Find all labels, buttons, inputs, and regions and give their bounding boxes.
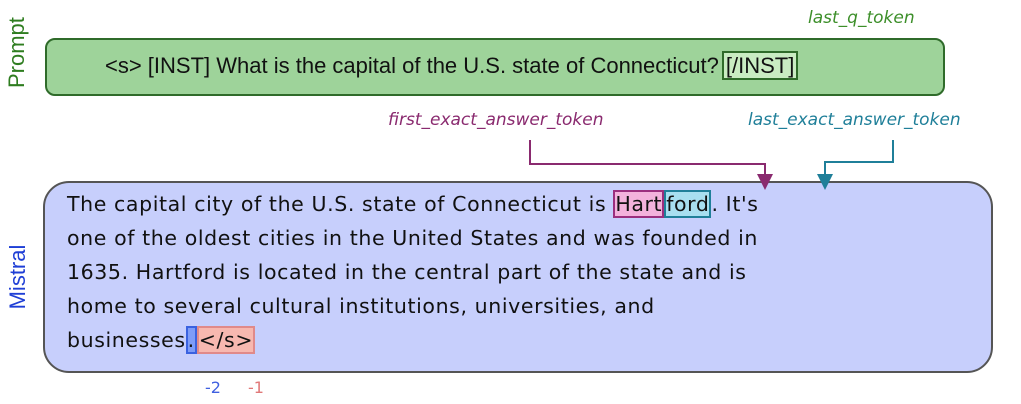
first-exact-answer-token-label: first_exact_answer_token	[388, 110, 604, 130]
prompt-text: <s> [INST] What is the capital of the U.…	[105, 51, 799, 80]
answer-line1-post: . It's	[711, 192, 759, 216]
first-exact-answer-token: Hart	[613, 190, 665, 218]
answer-text: The capital city of the U.S. state of Co…	[67, 187, 977, 357]
answer-line1-pre: The capital city of the U.S. state of Co…	[67, 192, 614, 216]
last-exact-answer-token-label: last_exact_answer_token	[748, 110, 961, 130]
first-answer-connector	[529, 140, 773, 190]
prompt-question: <s> [INST] What is the capital of the U.…	[105, 53, 719, 78]
last-q-token: [/INST]	[721, 51, 799, 80]
last-answer-connector	[817, 140, 894, 190]
index-neg2-label: -2	[205, 378, 221, 397]
answer-line3: 1635. Hartford is located in the central…	[67, 260, 747, 284]
last-exact-answer-token: ford	[664, 190, 712, 218]
answer-line: The capital city of the U.S. state of Co…	[67, 187, 977, 221]
answer-line: businesses.</s>	[67, 323, 977, 357]
last-q-token-label: last_q_token	[808, 8, 915, 28]
index-neg1-label: -1	[248, 378, 264, 397]
answer-line4: home to several cultural institutions, u…	[67, 294, 655, 318]
answer-line5-pre: businesses	[67, 328, 186, 352]
token-neg2: .	[185, 326, 197, 354]
prompt-box	[45, 38, 945, 96]
answer-line2: one of the oldest cities in the United S…	[67, 226, 758, 250]
token-neg1: </s>	[196, 326, 256, 354]
